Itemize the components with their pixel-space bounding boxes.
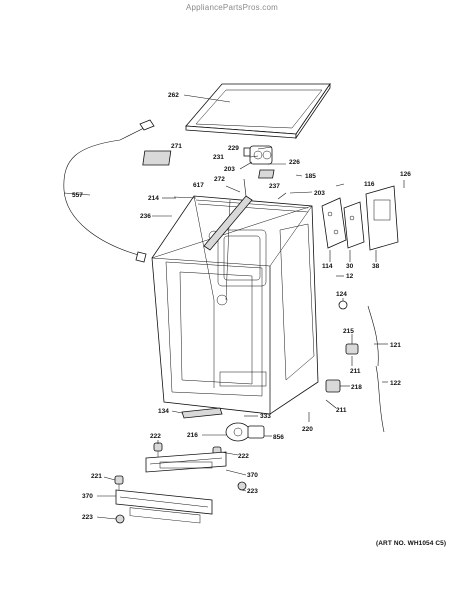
label-272: 272 <box>214 176 225 183</box>
frame-bar <box>203 195 253 251</box>
label-card <box>142 150 172 166</box>
label-221: 221 <box>91 473 102 480</box>
label-216: 216 <box>187 432 198 439</box>
label-211-lower: 211 <box>336 407 347 414</box>
label-236: 236 <box>140 213 151 220</box>
label-203-right: 203 <box>314 190 325 197</box>
ring-124 <box>338 300 348 310</box>
label-222-left: 222 <box>150 433 161 440</box>
label-124: 124 <box>336 291 347 298</box>
label-218: 218 <box>351 384 362 391</box>
rail-370-upper <box>145 451 227 473</box>
label-226: 226 <box>289 159 300 166</box>
callout-labels: 262 557 271 229 231 226 185 203 203 272 … <box>72 92 411 521</box>
label-12: 12 <box>346 273 354 280</box>
water-valve <box>243 145 273 165</box>
part-215 <box>345 343 359 355</box>
foot-223-right <box>237 481 247 491</box>
watermark: AppliancePartsPros.com <box>186 3 278 12</box>
leader-lines <box>63 94 405 520</box>
label-small <box>258 169 275 179</box>
label-370-lower: 370 <box>82 493 93 500</box>
label-122: 122 <box>390 380 401 387</box>
label-229: 229 <box>228 145 239 152</box>
label-262: 262 <box>168 92 179 99</box>
foot-221 <box>114 475 124 492</box>
label-231: 231 <box>213 154 224 161</box>
drain-pump <box>225 422 265 442</box>
label-30: 30 <box>346 263 354 270</box>
label-220: 220 <box>302 426 313 433</box>
top-cover <box>185 82 331 140</box>
label-271: 271 <box>171 143 182 150</box>
label-185: 185 <box>305 173 316 180</box>
label-134: 134 <box>158 408 169 415</box>
label-223-left: 223 <box>82 514 93 521</box>
label-116: 116 <box>364 181 375 188</box>
label-214: 214 <box>148 195 159 202</box>
art-number: (ART NO. WH1054 C5) <box>376 540 447 547</box>
wire-strip-122 <box>375 365 385 433</box>
label-121: 121 <box>390 342 401 349</box>
label-215: 215 <box>343 328 354 335</box>
label-856: 856 <box>273 434 284 441</box>
label-203-upper: 203 <box>224 166 235 173</box>
part-218 <box>325 379 341 393</box>
cabinet <box>151 195 319 415</box>
label-114: 114 <box>322 263 333 270</box>
label-617: 617 <box>193 182 204 189</box>
control-board <box>365 185 399 251</box>
rail-370-lower <box>115 489 213 524</box>
bracket-left <box>321 197 347 249</box>
label-370-upper: 370 <box>247 472 258 479</box>
label-211-upper: 211 <box>350 368 361 375</box>
label-333: 333 <box>260 413 271 420</box>
label-237: 237 <box>269 183 280 190</box>
label-38: 38 <box>372 263 380 270</box>
part-134 <box>181 407 223 419</box>
label-223-right: 223 <box>247 488 258 495</box>
hose-cable <box>63 119 155 263</box>
bracket-right <box>343 201 365 249</box>
label-222-right: 222 <box>238 453 249 460</box>
label-126: 126 <box>400 171 411 178</box>
label-557: 557 <box>72 192 83 199</box>
wire-strip-121 <box>367 305 379 367</box>
foot-223-left <box>115 514 125 524</box>
